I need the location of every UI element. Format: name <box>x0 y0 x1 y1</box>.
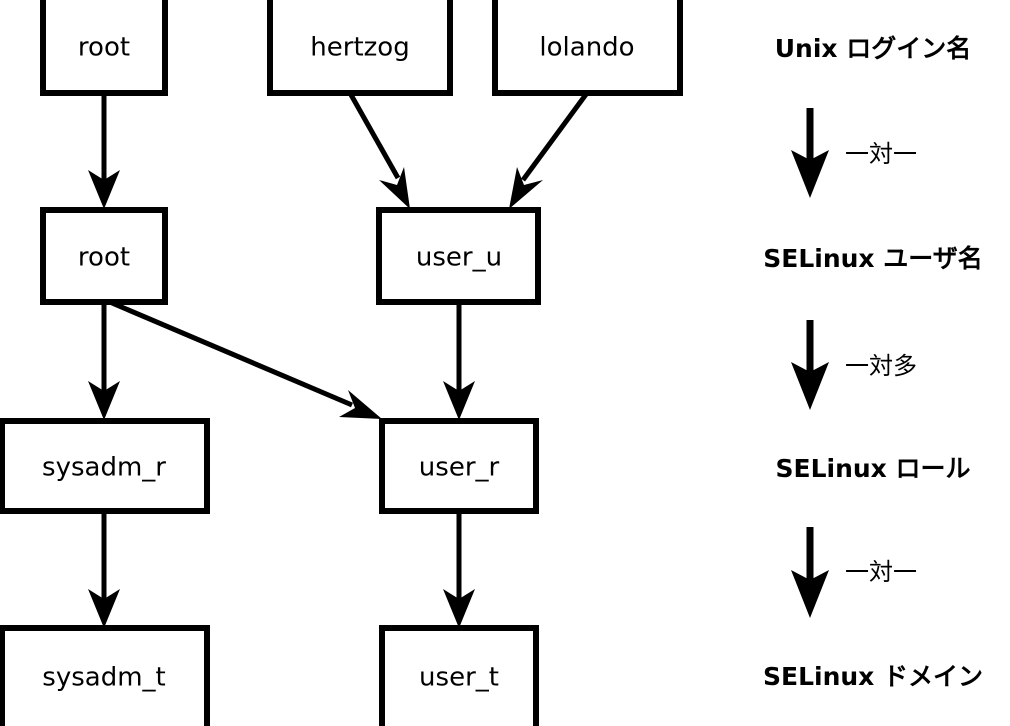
node-role-sysadm-r-label: sysadm_r <box>42 453 166 483</box>
node-domain-user-t[interactable]: user_t <box>379 625 539 726</box>
legend-cardinality-role-to-domain: 一対一 <box>845 558 917 586</box>
node-domain-sysadm-t-label: sysadm_t <box>42 663 165 693</box>
legend-label-selinux-role: SELinux ロール <box>775 454 970 483</box>
legend-cardinality-login-to-user: 一対一 <box>845 140 917 168</box>
edge-seuser-root-to-role-sysadm-r <box>88 302 120 420</box>
node-login-root-label: root <box>78 33 130 63</box>
legend-label-selinux-user: SELinux ユーザ名 <box>763 244 983 273</box>
node-domain-user-t-label: user_t <box>419 663 499 693</box>
node-seuser-user-u[interactable]: user_u <box>376 207 541 305</box>
edge-login-root-to-seuser-root <box>88 93 120 209</box>
legend-arrow-user-to-role <box>791 320 829 410</box>
legend-label-selinux-domain: SELinux ドメイン <box>763 662 983 691</box>
legend-label-unix-login: Unix ログイン名 <box>775 34 972 63</box>
node-login-hertzog[interactable]: hertzog <box>267 0 453 96</box>
edge-login-hertzog-to-seuser-user-u <box>347 91 410 209</box>
legend-cardinality-user-to-role: 一対多 <box>845 352 917 380</box>
node-login-lolando[interactable]: lolando <box>492 0 683 96</box>
node-seuser-root-label: root <box>78 243 130 273</box>
node-role-sysadm-r[interactable]: sysadm_r <box>0 418 210 514</box>
node-login-lolando-label: lolando <box>539 33 634 63</box>
node-seuser-user-u-label: user_u <box>416 243 502 273</box>
node-role-user-r-label: user_r <box>419 453 500 483</box>
edge-seuser-root-to-role-user-r <box>111 300 382 419</box>
edge-role-user-r-to-domain-user-t <box>443 511 475 628</box>
edge-role-sysadm-r-to-domain-sysadm-t <box>88 511 120 628</box>
legend-arrow-login-to-user <box>791 108 829 198</box>
edge-seuser-user-u-to-role-user-r <box>443 302 475 420</box>
edge-login-lolando-to-seuser-user-u <box>509 91 590 209</box>
node-login-hertzog-label: hertzog <box>310 33 409 63</box>
node-domain-sysadm-t[interactable]: sysadm_t <box>0 625 210 726</box>
node-login-root[interactable]: root <box>40 0 168 96</box>
legend-arrow-role-to-domain <box>791 527 829 618</box>
node-role-user-r[interactable]: user_r <box>379 418 539 514</box>
node-seuser-root[interactable]: root <box>40 207 168 305</box>
